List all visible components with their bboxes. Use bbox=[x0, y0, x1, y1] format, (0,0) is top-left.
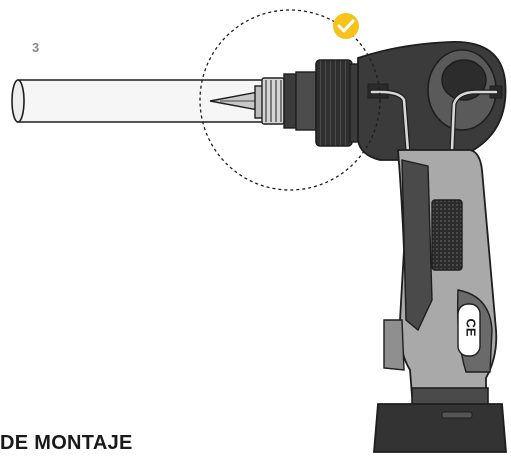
battery-pack bbox=[373, 387, 507, 453]
check-circle-icon bbox=[333, 13, 359, 39]
highlight-circle bbox=[199, 9, 381, 191]
tool-grip bbox=[383, 149, 498, 397]
ce-marking: CE bbox=[463, 318, 479, 337]
step-number: 3 bbox=[32, 40, 40, 55]
knurled-collar bbox=[315, 59, 361, 147]
pipe bbox=[11, 79, 271, 123]
expander-head bbox=[254, 71, 317, 131]
section-heading: DE MONTAJE bbox=[0, 432, 133, 454]
